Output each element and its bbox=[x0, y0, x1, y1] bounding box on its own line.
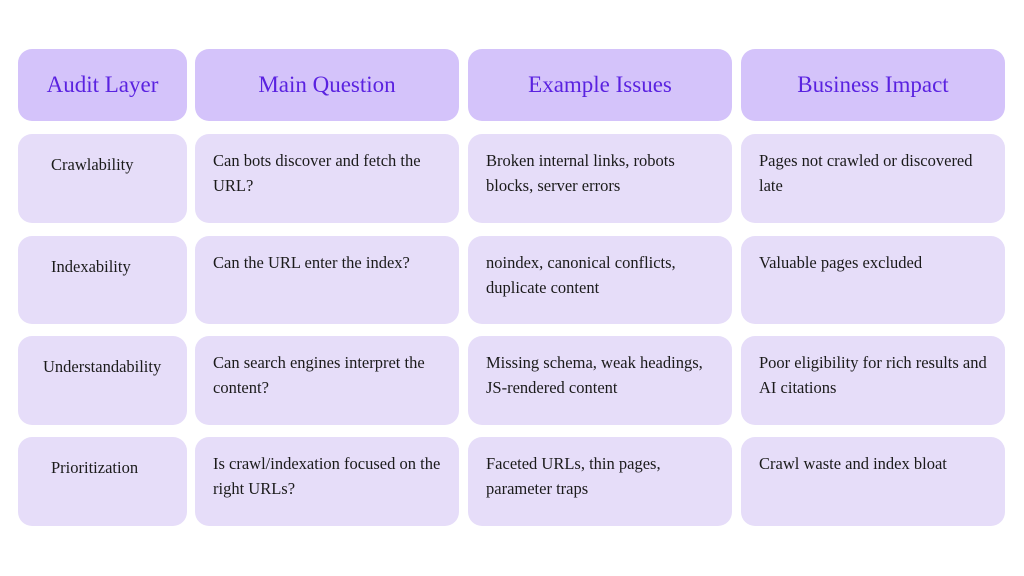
row-prioritization-impact: Crawl waste and index bloat bbox=[741, 437, 1005, 526]
header-audit-layer: Audit Layer bbox=[18, 49, 187, 121]
row-understandability-impact: Poor eligibility for rich results and AI… bbox=[741, 336, 1005, 425]
row-crawlability-issues: Broken internal links, robots blocks, se… bbox=[468, 134, 732, 223]
header-business-impact: Business Impact bbox=[741, 49, 1005, 121]
row-crawlability-impact: Pages not crawled or discovered late bbox=[741, 134, 1005, 223]
row-prioritization-layer: Prioritization bbox=[18, 437, 187, 526]
row-understandability-question: Can search engines interpret the content… bbox=[195, 336, 459, 425]
row-indexability-impact: Valuable pages excluded bbox=[741, 236, 1005, 324]
header-main-question: Main Question bbox=[195, 49, 459, 121]
row-indexability-issues: noindex, canonical conflicts, duplicate … bbox=[468, 236, 732, 324]
header-example-issues: Example Issues bbox=[468, 49, 732, 121]
row-crawlability-layer: Crawlability bbox=[18, 134, 187, 223]
row-indexability-layer: Indexability bbox=[18, 236, 187, 324]
row-indexability-question: Can the URL enter the index? bbox=[195, 236, 459, 324]
row-understandability-layer: Understandability bbox=[18, 336, 187, 425]
row-prioritization-issues: Faceted URLs, thin pages, parameter trap… bbox=[468, 437, 732, 526]
row-prioritization-question: Is crawl/indexation focused on the right… bbox=[195, 437, 459, 526]
row-crawlability-question: Can bots discover and fetch the URL? bbox=[195, 134, 459, 223]
row-understandability-issues: Missing schema, weak headings, JS-render… bbox=[468, 336, 732, 425]
